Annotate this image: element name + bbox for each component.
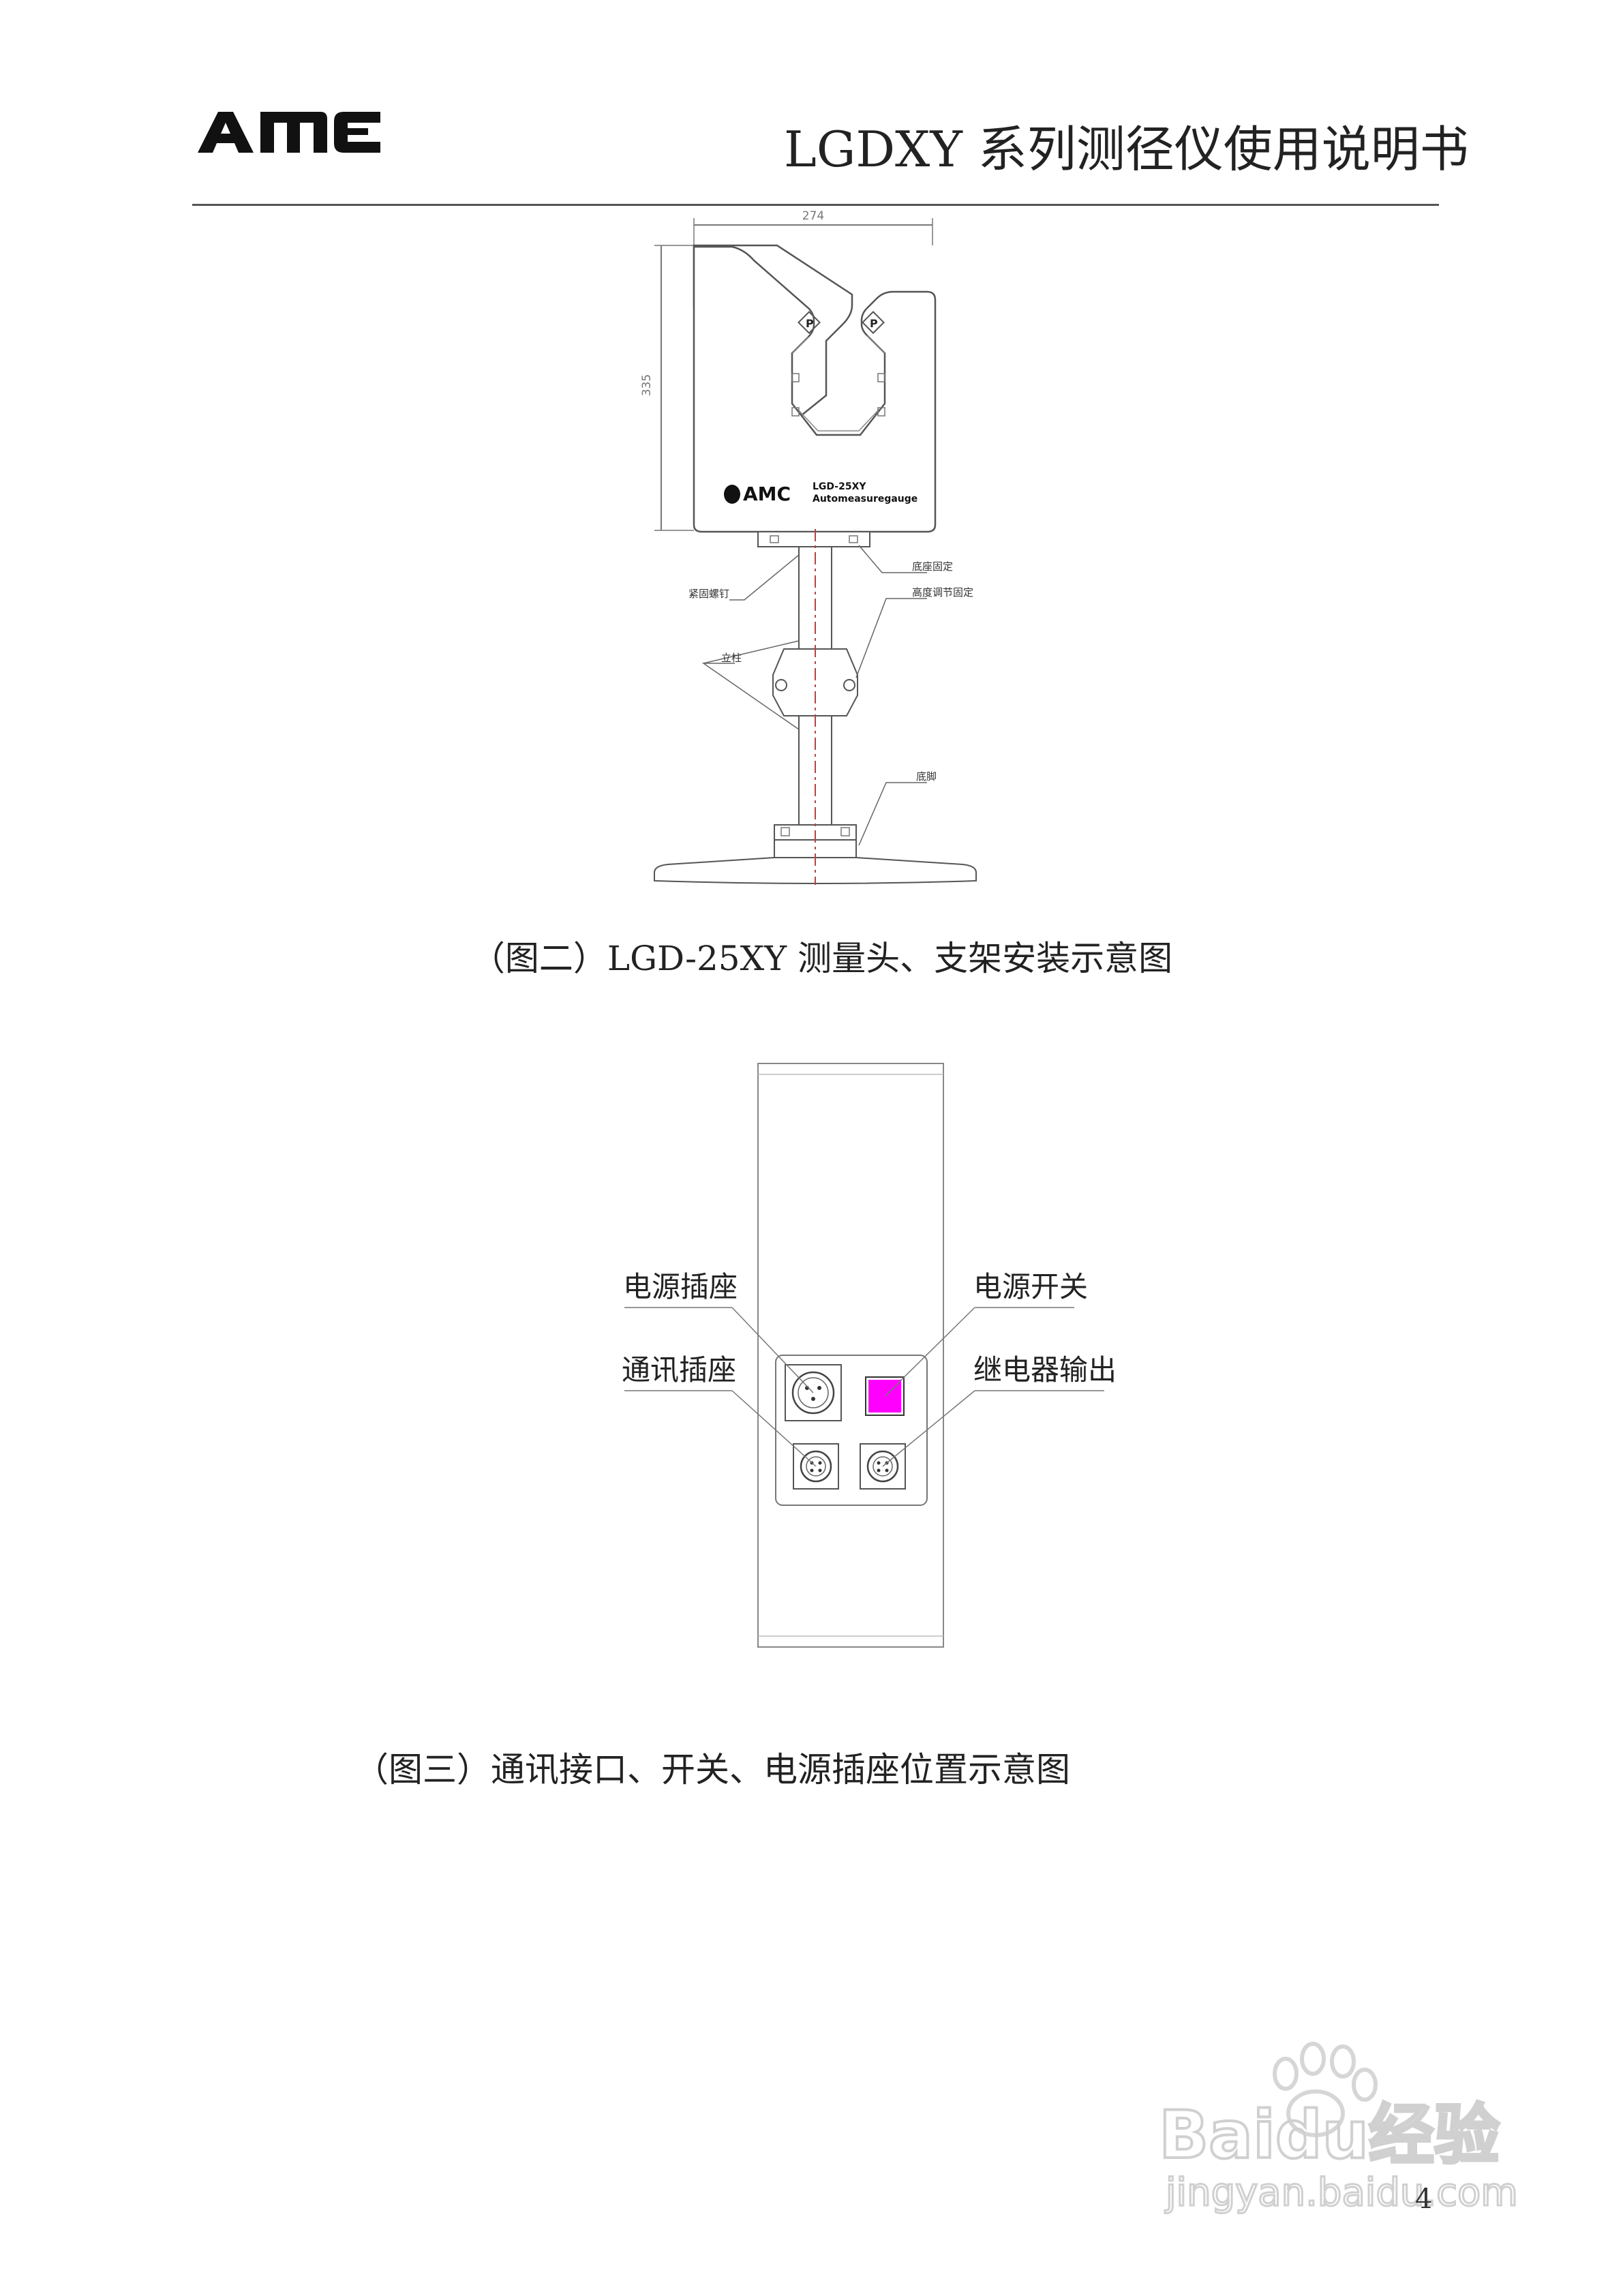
label-relay-output: 继电器输出 xyxy=(973,1353,1117,1387)
document-title: LGDXY 系列测径仪使用说明书 xyxy=(784,121,1469,178)
height-adjust-collar xyxy=(772,648,858,716)
amc-logo-mark xyxy=(198,112,380,153)
device-brand-label: Automeasuregauge xyxy=(813,494,917,504)
callout-column: 立柱 xyxy=(721,652,742,664)
figure-3-drawing: 电源插座 通讯插座 电源开关 继电器输出 xyxy=(586,1036,1200,1652)
label-power-socket: 电源插座 xyxy=(623,1270,738,1303)
head-mount-block xyxy=(757,531,870,547)
device-nameplate: AMC LGD-25XY Automeasuregauge xyxy=(724,481,917,505)
svg-text:P: P xyxy=(870,317,878,330)
svg-text:AMC: AMC xyxy=(743,483,791,505)
header-divider xyxy=(192,204,1439,206)
amc-logo xyxy=(198,108,382,158)
label-comm-socket: 通讯插座 xyxy=(622,1353,736,1387)
watermark-brand: Baidu经验 xyxy=(1159,2097,1500,2173)
callout-base-fix: 底座固定 xyxy=(912,560,953,573)
page-number: 4 xyxy=(1415,2184,1433,2215)
sensor-window-left: P xyxy=(798,311,821,334)
width-dimension: 274 xyxy=(693,209,933,245)
figure-2-drawing: 274 335 P P xyxy=(640,205,995,889)
callout-height-adjust: 高度调节固定 xyxy=(912,586,973,599)
dim-width-label: 274 xyxy=(802,209,824,223)
height-dimension: 335 xyxy=(640,245,694,531)
sensor-pads xyxy=(791,373,885,417)
device-model-label: LGD-25XY xyxy=(813,481,866,492)
baidu-watermark: Baidu经验 jingyan.baidu.com xyxy=(1152,2011,1534,2218)
callout-foot: 底脚 xyxy=(916,770,937,783)
dim-height-label: 335 xyxy=(641,374,654,396)
label-power-switch: 电源开关 xyxy=(973,1270,1088,1303)
figure-2-caption: （图二）LGD-25XY 测量头、支架安装示意图 xyxy=(470,939,1173,978)
figure-3-caption: （图三）通讯接口、开关、电源插座位置示意图 xyxy=(354,1750,1070,1789)
paw-icon xyxy=(1273,2042,1378,2137)
callout-lock-screw: 紧固螺钉 xyxy=(688,588,729,600)
svg-text:P: P xyxy=(806,317,814,330)
watermark-url: jingyan.baidu.com xyxy=(1164,2171,1518,2215)
sensor-window-right: P xyxy=(862,311,885,334)
